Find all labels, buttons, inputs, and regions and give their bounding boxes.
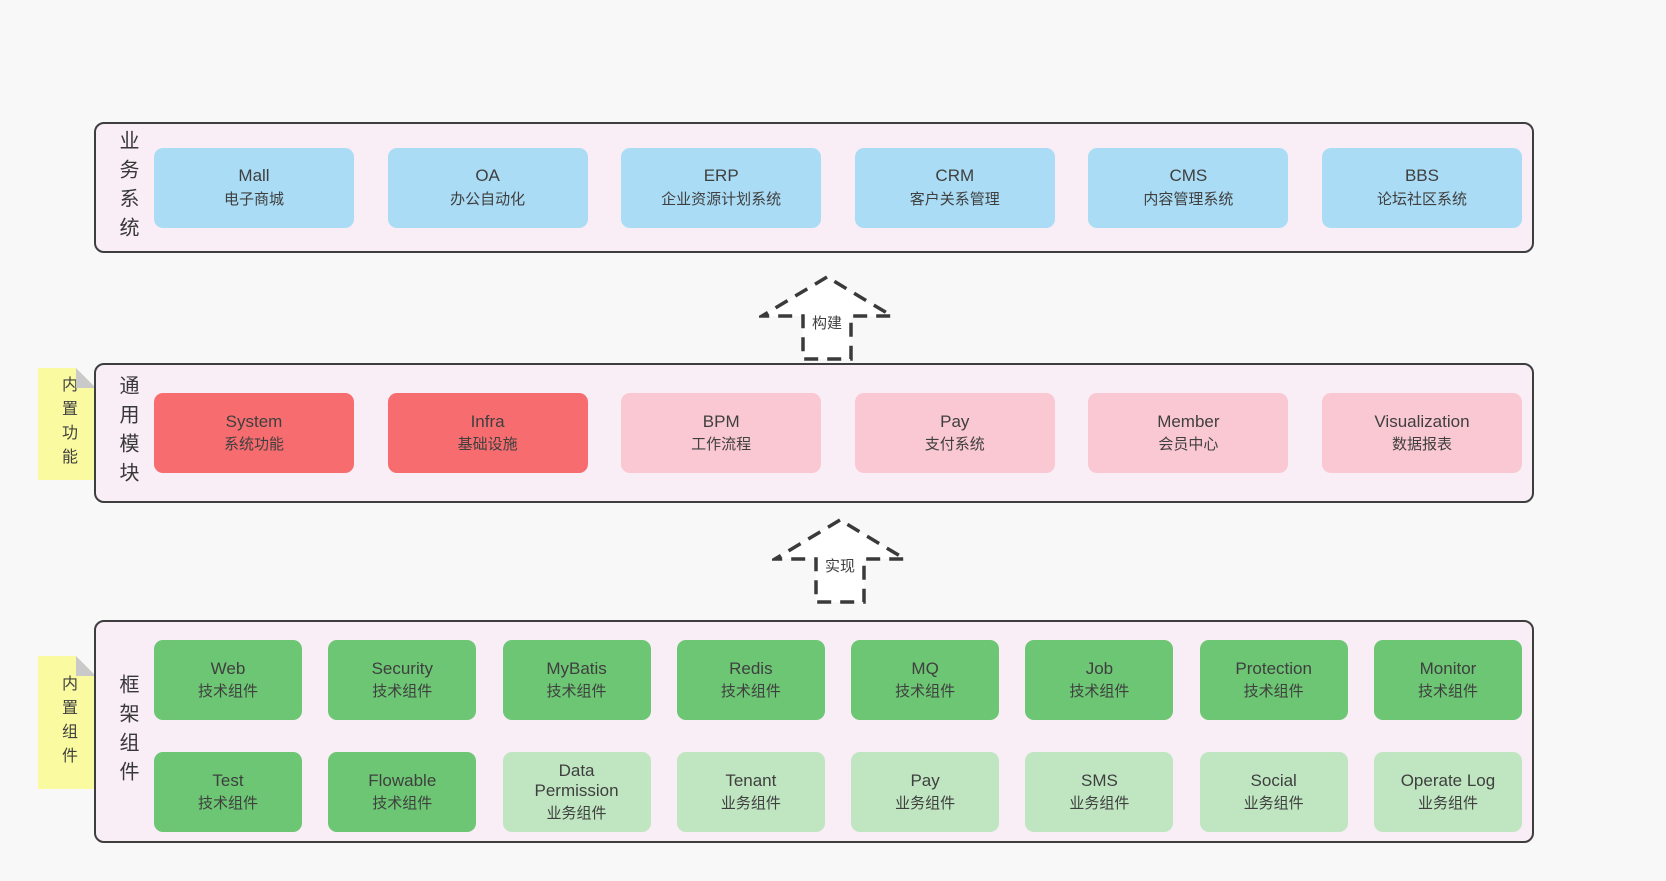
box-web: Web 技术组件 (154, 640, 302, 720)
box-erp: ERP 企业资源计划系统 (621, 147, 822, 228)
box-mq: MQ 技术组件 (851, 640, 1000, 720)
box-member: Member 会员中心 (1088, 393, 1289, 473)
box-cms: CMS 内容管理系统 (1088, 147, 1289, 228)
tab-built-in-components: 内置组件 (38, 656, 96, 789)
section-label-common-modules: 通用模块 (116, 375, 138, 491)
framework-components-row-1: Web 技术组件 Security 技术组件 MyBatis 技术组件 Redi… (154, 640, 1522, 720)
common-modules-row: System 系统功能 Infra 基础设施 BPM 工作流程 Pay 支付系统… (154, 365, 1522, 501)
box-monitor: Monitor 技术组件 (1373, 640, 1522, 720)
section-common-modules: 通用模块 System 系统功能 Infra 基础设施 BPM 工作流程 Pay… (94, 363, 1534, 503)
arrow-build-label: 构建 (808, 311, 846, 334)
arrow-implement-label: 实现 (821, 554, 859, 577)
box-pay-module: Pay 支付系统 (854, 393, 1055, 473)
box-infra: Infra 基础设施 (387, 393, 588, 473)
box-social: Social 业务组件 (1199, 752, 1348, 832)
framework-components-row-2: Test 技术组件 Flowable 技术组件 Data Permission … (154, 752, 1522, 832)
box-security: Security 技术组件 (328, 640, 477, 720)
arrow-implement: 实现 (772, 517, 908, 605)
box-pay-component: Pay 业务组件 (851, 752, 1000, 832)
box-system: System 系统功能 (154, 393, 354, 473)
box-job: Job 技术组件 (1025, 640, 1174, 720)
box-bbs: BBS 论坛社区系统 (1321, 147, 1522, 228)
section-framework-components: 框架组件 Web 技术组件 Security 技术组件 MyBatis 技术组件… (94, 620, 1534, 843)
box-redis: Redis 技术组件 (676, 640, 825, 720)
business-systems-row: Mall 电子商城 OA 办公自动化 ERP 企业资源计划系统 CRM 客户关系… (154, 124, 1522, 251)
arrow-build: 构建 (759, 274, 895, 362)
box-sms: SMS 业务组件 (1025, 752, 1174, 832)
box-bpm: BPM 工作流程 (621, 393, 822, 473)
box-operate-log: Operate Log 业务组件 (1373, 752, 1522, 832)
box-tenant: Tenant 业务组件 (676, 752, 825, 832)
box-oa: OA 办公自动化 (387, 147, 588, 228)
section-business-systems: 业务系统 Mall 电子商城 OA 办公自动化 ERP 企业资源计划系统 CRM… (94, 122, 1534, 253)
section-label-framework-components: 框架组件 (116, 673, 138, 790)
box-mall: Mall 电子商城 (154, 147, 354, 228)
box-flowable: Flowable 技术组件 (328, 752, 477, 832)
folded-corner-icon (76, 368, 96, 388)
box-mybatis: MyBatis 技术组件 (502, 640, 651, 720)
section-label-business-systems: 业务系统 (116, 129, 138, 246)
tab-built-in-features: 内置功能 (38, 368, 96, 480)
box-protection: Protection 技术组件 (1199, 640, 1348, 720)
box-data-permission: Data Permission 业务组件 (502, 752, 651, 832)
folded-corner-icon (76, 656, 96, 676)
box-test: Test 技术组件 (154, 752, 302, 832)
box-visualization: Visualization 数据报表 (1321, 393, 1522, 473)
box-crm: CRM 客户关系管理 (854, 147, 1055, 228)
